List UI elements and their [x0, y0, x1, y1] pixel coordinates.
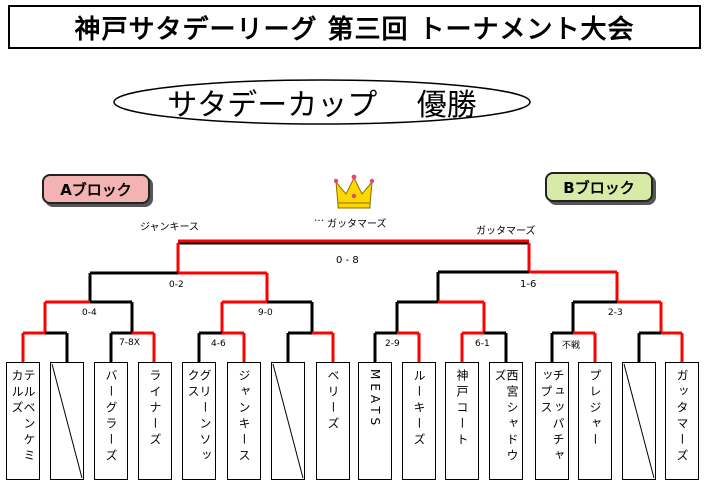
team-box: MEATS — [358, 362, 392, 480]
empty-slot-slash — [272, 363, 304, 479]
cup-title: サタデーカップ 優勝 — [167, 88, 477, 123]
score-r1-2: 7-8X — [119, 338, 140, 348]
team-box-empty — [271, 362, 305, 480]
team-box: ジャンキース — [227, 362, 261, 480]
team-name: ガッタマーズ — [675, 369, 689, 465]
team-name: バーグラーズ — [104, 369, 118, 465]
score-qf-1: 0-4 — [82, 308, 97, 318]
score-qf-4: 2-3 — [608, 308, 623, 318]
champion-name: ガッタマーズ — [327, 219, 387, 230]
champion-prefix: … — [314, 213, 324, 224]
team-box-empty — [622, 362, 656, 480]
team-name: ライナーズ — [148, 369, 162, 449]
team-box: 西宮シャドウズ — [489, 362, 523, 480]
team-box: グリーンソックス — [182, 362, 216, 480]
score-r1-7: 不戦 — [562, 341, 581, 351]
team-box: チュッパチャップス — [535, 362, 569, 480]
team-name: 西宮シャドウズ — [493, 369, 519, 465]
score-r1-3: 4-6 — [211, 339, 226, 349]
team-box: 神戸コート — [445, 362, 479, 480]
final-score: 0 - 8 — [336, 255, 359, 266]
team-name: プレジャー — [588, 369, 602, 449]
block-a-label: Aブロック — [42, 174, 150, 204]
final-right-winner: ガッタマーズ — [476, 226, 536, 237]
team-box: ベリーズ — [316, 362, 350, 480]
team-name: 神戸コート — [455, 369, 469, 449]
team-name: ジャンキース — [237, 369, 251, 465]
team-box: プレジャー — [578, 362, 612, 480]
empty-slot-slash — [623, 363, 655, 479]
team-name: チュッパチャップス — [539, 369, 565, 465]
final-left-winner: ジャンキース — [140, 222, 199, 233]
crown-icon — [333, 174, 375, 210]
score-r1-6: 6-1 — [475, 339, 490, 349]
cup-title-oval: サタデーカップ 優勝 — [112, 78, 532, 126]
score-qf-3: 2-9 — [385, 339, 400, 349]
team-box: バーグラーズ — [94, 362, 128, 480]
team-box: テルベンケミカルズ — [6, 362, 40, 480]
empty-slot-slash — [51, 363, 83, 479]
score-qf-2: 9-0 — [258, 308, 273, 318]
team-name: ルーキーズ — [412, 369, 426, 449]
team-name: テルベンケミカルズ — [10, 369, 36, 465]
team-box: ガッタマーズ — [665, 362, 699, 480]
oval-frame — [113, 79, 531, 125]
block-b-label: Bブロック — [545, 172, 653, 202]
team-box-empty — [50, 362, 84, 480]
team-name: MEATS — [368, 369, 382, 430]
page-title: 神戸サタデーリーグ 第三回 トーナメント大会 — [8, 5, 701, 49]
team-box: ルーキーズ — [402, 362, 436, 480]
team-name: グリーンソックス — [186, 369, 212, 465]
team-box: ライナーズ — [138, 362, 172, 480]
team-name: ベリーズ — [326, 369, 340, 433]
score-semi-left: 0-2 — [169, 280, 184, 290]
score-semi-right: 1-6 — [520, 279, 537, 290]
